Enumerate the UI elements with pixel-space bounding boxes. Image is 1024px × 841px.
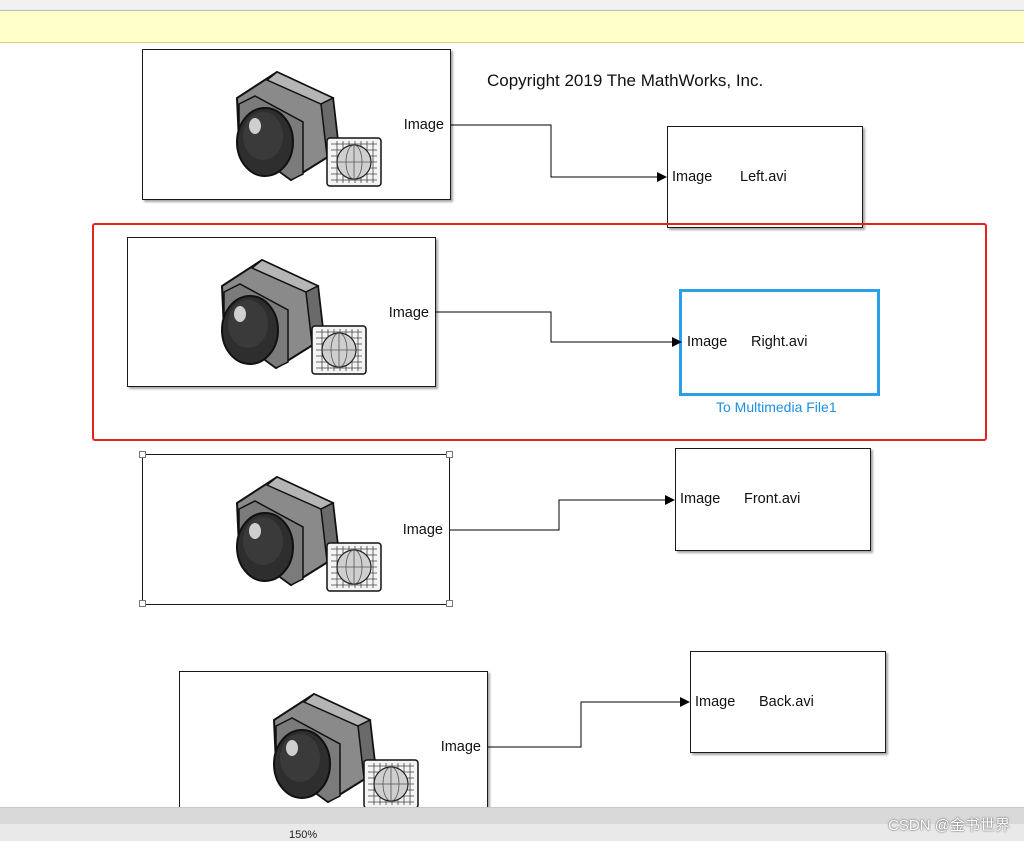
camera-source-block-3[interactable]: Image [142, 454, 450, 605]
sink-port-label: Image [672, 169, 713, 185]
model-canvas[interactable]: Copyright 2019 The MathWorks, Inc. [0, 43, 1024, 807]
camera-icon [220, 258, 367, 375]
sink-file-name: Front.avi [744, 491, 801, 507]
camera-icon [235, 475, 382, 592]
selected-block-name[interactable]: To Multimedia File1 [716, 399, 837, 415]
camera-icon [235, 70, 382, 187]
horizontal-scrollbar[interactable] [0, 808, 1024, 824]
camera-source-block-1[interactable]: Image [142, 49, 451, 200]
highlight-rectangle [92, 223, 987, 441]
to-multimedia-file-block-front[interactable]: Image Front.avi [675, 448, 871, 551]
sink-port-label: Image [687, 334, 728, 350]
selection-handle-bottom-left[interactable] [139, 600, 146, 607]
signal-line-right[interactable] [436, 311, 682, 347]
to-multimedia-file-block-right[interactable]: Image Right.avi [679, 289, 880, 396]
sink-port-label: Image [680, 491, 721, 507]
signal-line-back[interactable] [488, 697, 690, 748]
copyright-annotation: Copyright 2019 The MathWorks, Inc. [487, 71, 764, 90]
window-top-strip [0, 0, 1024, 11]
sink-file-name: Right.avi [751, 334, 808, 350]
info-bar [0, 11, 1024, 43]
selection-handle-top-right[interactable] [446, 451, 453, 458]
source-port-label: Image [403, 117, 444, 133]
camera-source-block-4[interactable]: Image [179, 671, 488, 807]
sink-file-name: Left.avi [740, 169, 787, 185]
signal-line-left[interactable] [451, 124, 667, 182]
to-multimedia-file-block-left[interactable]: Image Left.avi [667, 126, 863, 228]
signal-line-front[interactable] [450, 495, 675, 531]
source-port-label: Image [402, 522, 443, 538]
zoom-level[interactable]: 150% [289, 829, 318, 841]
signal-lines [436, 124, 690, 748]
sink-file-name: Back.avi [759, 694, 814, 710]
camera-source-block-2[interactable]: Image [127, 237, 436, 387]
watermark: CSDN @金书世界 [888, 817, 1010, 834]
camera-icon [272, 692, 419, 807]
source-port-label: Image [388, 305, 429, 321]
to-multimedia-file-block-back[interactable]: Image Back.avi [690, 651, 886, 753]
sink-port-label: Image [695, 694, 736, 710]
status-bar: 150% CSDN @金书世界 [0, 807, 1024, 841]
source-port-label: Image [440, 739, 481, 755]
selection-handle-bottom-right[interactable] [446, 600, 453, 607]
selection-handle-top-left[interactable] [139, 451, 146, 458]
